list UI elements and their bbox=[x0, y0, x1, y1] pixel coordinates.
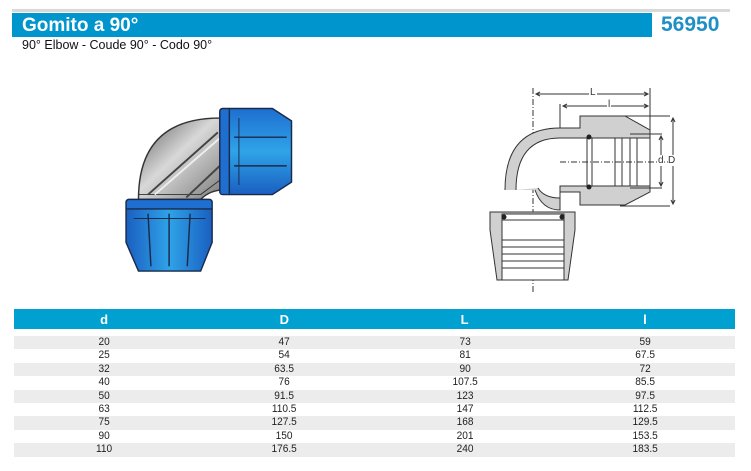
column-header-d: d bbox=[100, 312, 109, 327]
cell-L: 107.5 bbox=[451, 376, 478, 389]
cell-d: 20 bbox=[98, 336, 110, 348]
table-row: 40 76 107.5 85.5 bbox=[14, 376, 735, 389]
cell-D: 47 bbox=[278, 336, 291, 348]
table-row: 50 91.5 123 97.5 bbox=[14, 389, 735, 403]
page-title: Gomito a 90° bbox=[22, 15, 139, 36]
dimensions-table-header: d D L l bbox=[14, 309, 735, 329]
cell-D: 150 bbox=[275, 429, 293, 442]
table-row: 110 176.5 240 183.5 bbox=[14, 443, 735, 457]
cell-D: 91.5 bbox=[274, 389, 295, 402]
cell-l: 183.5 bbox=[632, 443, 658, 456]
cell-l: 112.5 bbox=[632, 402, 658, 415]
cell-L: 168 bbox=[456, 416, 474, 429]
dimension-label-D: D bbox=[668, 155, 676, 166]
column-header-l: l bbox=[643, 312, 647, 327]
cell-D: 176.5 bbox=[271, 443, 298, 456]
cell-D: 127.5 bbox=[271, 416, 298, 429]
table-row: 90 150 201 153.5 bbox=[14, 430, 735, 443]
cell-d: 63 bbox=[98, 402, 110, 415]
cell-l: 59 bbox=[639, 336, 651, 348]
top-rule bbox=[12, 9, 730, 12]
elbow-product-illustration bbox=[125, 107, 293, 272]
table-row: 75 127.5 168 129.5 bbox=[14, 416, 735, 430]
column-header-D: D bbox=[279, 312, 290, 327]
cell-D: 76 bbox=[278, 376, 291, 389]
cell-d: 32 bbox=[98, 362, 110, 375]
title-bar bbox=[12, 13, 652, 37]
dimensions-table-body: 20 47 73 59 25 54 81 67.5 32 63.5 90 72 40 76 107.5… bbox=[14, 336, 735, 457]
cell-D: 54 bbox=[278, 349, 291, 362]
cell-l: 97.5 bbox=[635, 389, 655, 402]
cell-d: 75 bbox=[98, 416, 110, 429]
cell-d: 25 bbox=[98, 349, 110, 362]
table-row: 25 54 81 67.5 bbox=[14, 349, 735, 362]
column-header-L: L bbox=[460, 312, 469, 327]
elbow-technical-drawing bbox=[489, 88, 676, 292]
cell-D: 110.5 bbox=[272, 402, 297, 415]
cell-L: 81 bbox=[458, 349, 471, 362]
table-row: 63 110.5 147 112.5 bbox=[14, 403, 735, 416]
cell-d: 40 bbox=[98, 376, 110, 389]
dimension-label-l: l bbox=[607, 99, 612, 110]
cell-l: 85.5 bbox=[635, 376, 655, 389]
dimension-label-d: d bbox=[658, 155, 664, 166]
table-row: 32 63.5 90 72 bbox=[14, 362, 735, 377]
cell-l: 153.5 bbox=[632, 429, 658, 442]
cell-L: 240 bbox=[456, 443, 474, 456]
product-code: 56950 bbox=[661, 13, 720, 36]
cell-L: 123 bbox=[456, 389, 474, 402]
cell-d: 90 bbox=[98, 429, 110, 442]
cell-L: 73 bbox=[458, 336, 471, 348]
cell-L: 147 bbox=[456, 402, 474, 415]
cell-l: 129.5 bbox=[632, 416, 658, 429]
cell-l: 72 bbox=[639, 362, 651, 375]
cell-d: 50 bbox=[98, 389, 110, 402]
cell-l: 67.5 bbox=[635, 349, 655, 362]
table-row: 20 47 73 59 bbox=[14, 336, 735, 350]
page-subtitle: 90° Elbow - Coude 90° - Codo 90° bbox=[22, 38, 213, 52]
cell-L: 90 bbox=[458, 362, 471, 375]
cell-L: 201 bbox=[456, 429, 474, 442]
cell-d: 110 bbox=[96, 443, 113, 456]
dimension-label-L: L bbox=[589, 87, 597, 98]
cell-D: 63.5 bbox=[274, 362, 295, 375]
